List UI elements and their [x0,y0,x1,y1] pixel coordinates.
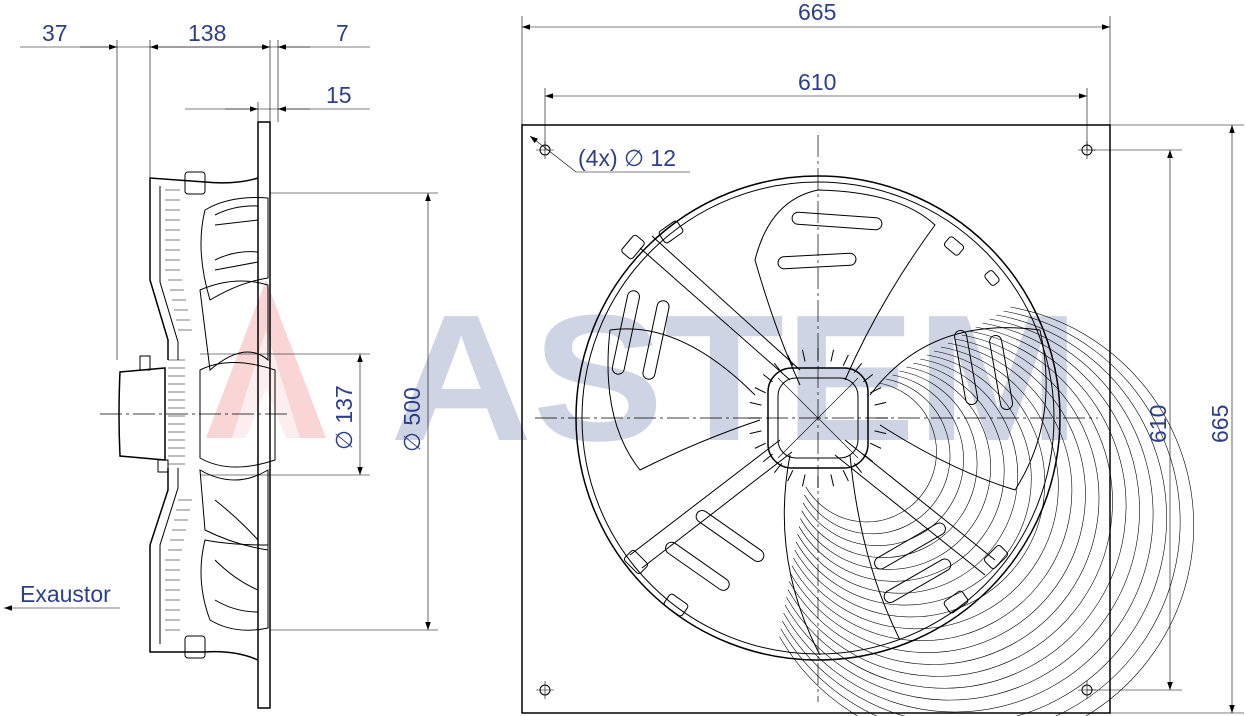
front-view: 665 610 610 665 (4x) ∅ 12 [521,0,1244,716]
hub-fin [863,373,874,383]
guard-rings [779,306,1195,716]
guard-ring [793,346,1059,630]
dim-hub-diameter-label: ∅ 137 [331,385,357,450]
guard-ring [788,334,1100,665]
guard-ring [801,370,978,558]
dim-hole-spacing-height-label: 610 [1145,405,1171,443]
holes-label: (4x) ∅ 12 [578,145,676,171]
watermark-text: ASTEM [390,278,1080,479]
hub-fin [874,401,887,406]
fan-housing-outline [149,177,259,661]
dim-hole-spacing-width-label: 610 [798,69,836,95]
guard-ring [790,338,1086,653]
lower-bracket [184,635,206,659]
hub-fin [801,349,806,362]
guard-ring [779,306,1195,716]
blade-slots [611,211,1014,603]
hub-fin [853,463,863,474]
hub-fin [754,442,766,449]
hub-fin [773,362,783,373]
fan-blades-side [199,197,276,631]
watermark-triangle-logo-inner [232,330,300,438]
guard-ring [780,310,1181,716]
guard-ring [802,374,964,546]
motor-body [118,367,166,461]
fan-housing-inner [159,186,179,644]
dim-fan-diameter-label: ∅ 500 [399,387,425,452]
guard-ring [787,330,1113,677]
guard-ring [786,326,1127,689]
hub-fin [870,442,882,449]
hub-fin [787,470,794,482]
hub-fin [749,401,762,406]
mounting-plate [521,124,1111,714]
guard-ring [791,342,1073,641]
guard-ring [804,378,951,535]
guard-ring [794,350,1045,618]
upper-bracket [184,171,206,195]
hub-fin [874,430,887,435]
hub-fins [168,359,185,465]
dim-7-label: 7 [336,20,349,46]
hub-fin [830,474,835,487]
guard-ring [797,358,1018,594]
guard-ring [781,314,1167,716]
dim-plate-height-label: 665 [1207,405,1233,443]
hub-fin [749,430,762,435]
dim-plate-width-label: 665 [798,0,836,25]
hub-fin [863,453,874,463]
guard-ring [800,366,991,570]
hub-fin [801,474,806,487]
hub-fin [870,387,882,394]
hub-fin [842,470,849,482]
hub-diag-2 [777,377,859,459]
hub-fin [754,387,766,394]
hub-fin [842,354,849,366]
dim-15-label: 15 [326,82,352,108]
hub-fin [830,349,835,362]
guard-ring [783,318,1154,713]
guard-ring [784,322,1140,701]
hub-fin [762,373,773,383]
guard-bars [629,235,996,576]
hub-fin [762,453,773,463]
ring-brackets [621,220,1008,617]
guard-ring [795,354,1032,606]
hub-fin [787,354,794,366]
dim-138-label: 138 [188,20,226,46]
side-view: 37 138 7 15 ∅ 137 ∅ 500 Exaustor [4,20,438,709]
fan-blades-front [607,189,1047,656]
guard-ring [798,362,1005,582]
hub-fin [773,463,783,474]
hub-fins-front [748,348,888,488]
guard-spokes [165,189,192,631]
motor-cap [139,355,151,371]
guard-ring [805,382,937,523]
holes-leader-arrow [529,135,577,173]
hub-fin [853,362,863,373]
dim-37-label: 37 [42,20,68,46]
motor-cap-bottom [157,459,169,473]
mounting-plate-edge [257,121,271,709]
airflow-label: Exaustor [20,581,111,607]
